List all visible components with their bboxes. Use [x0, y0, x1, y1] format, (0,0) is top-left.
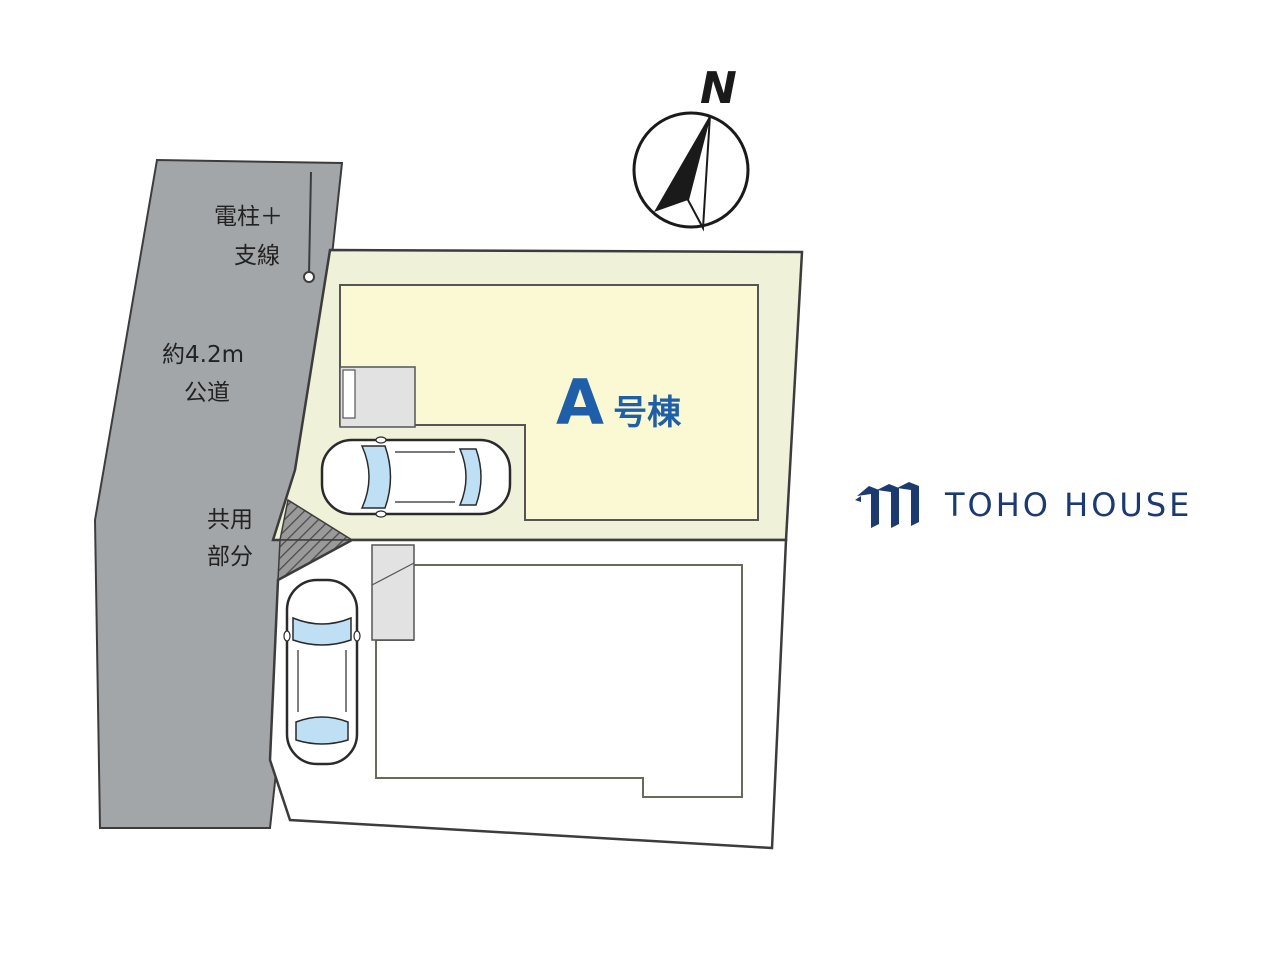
- toho-house-logo-icon: [855, 482, 919, 528]
- shared-area-label-line2: 部分: [207, 544, 253, 570]
- house-b-footprint: [375, 564, 743, 798]
- road-width-label: 約4.2m: [162, 342, 244, 368]
- house-a-letter: A: [556, 366, 604, 439]
- north-compass: [632, 111, 750, 232]
- utility-pole-label-line1: 電柱＋: [214, 204, 283, 230]
- car-lot-a: [320, 436, 512, 518]
- utility-pole-guy-wire: [308, 171, 312, 275]
- shared-area-label-line1: 共用: [207, 507, 253, 533]
- house-a-entrance-step: [342, 369, 356, 419]
- utility-pole-marker: [303, 271, 315, 283]
- brand-logo: TOHO HOUSE: [855, 480, 1192, 530]
- house-a-suffix: 号棟: [613, 393, 682, 433]
- house-b-entrance-divider: [371, 562, 415, 586]
- brand-name: TOHO HOUSE: [945, 486, 1193, 524]
- north-letter: N: [700, 63, 737, 114]
- road-type-label: 公道: [184, 380, 230, 406]
- house-b-entrance: [371, 544, 415, 641]
- utility-pole-label-line2: 支線: [234, 243, 280, 269]
- north-arrow-icon: [654, 115, 710, 212]
- car-lot-b: [283, 578, 361, 766]
- house-a-label: A 号棟: [556, 366, 682, 439]
